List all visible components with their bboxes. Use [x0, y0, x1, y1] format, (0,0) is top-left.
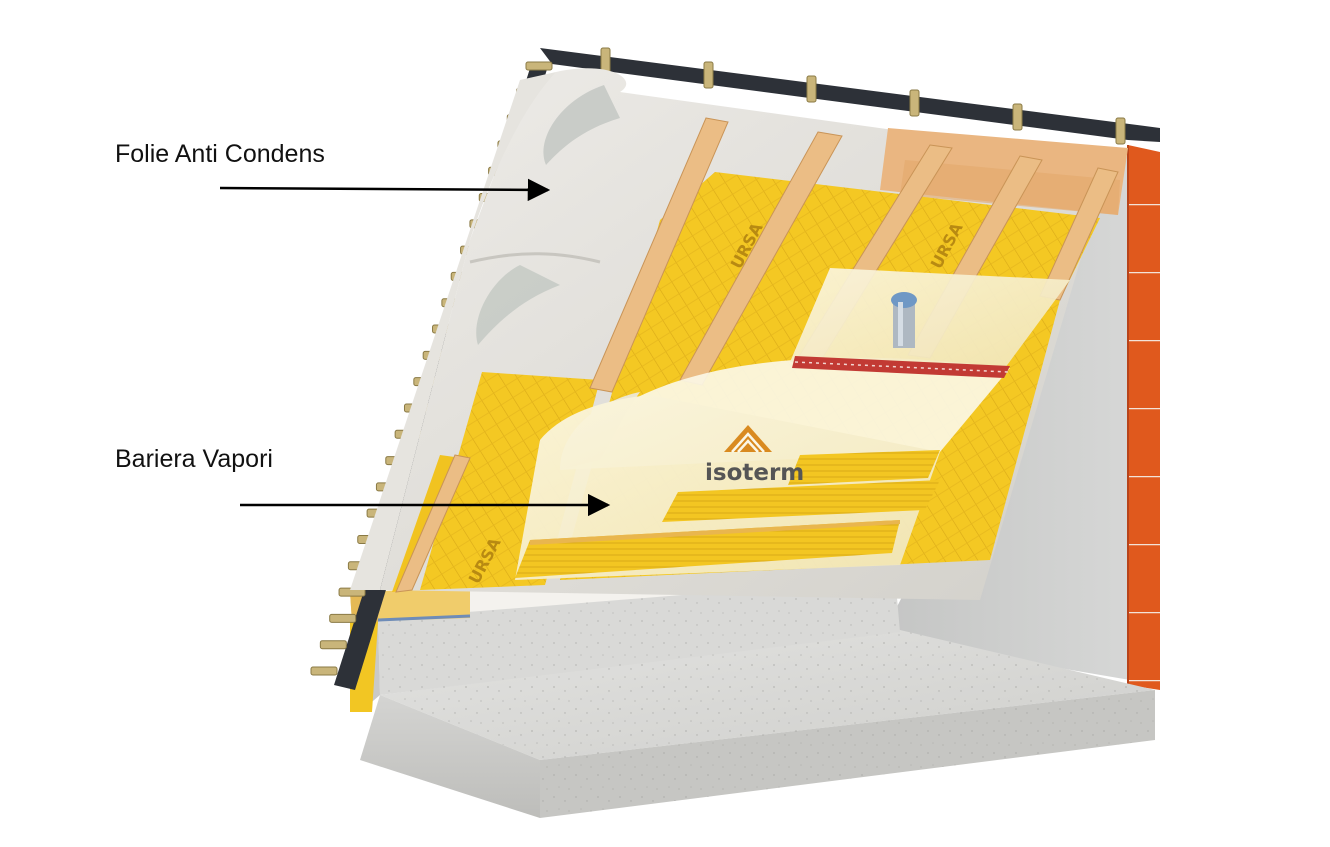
isoterm-logo: isoterm	[705, 425, 804, 486]
roof-batten	[703, 61, 714, 89]
roof-batten	[806, 75, 817, 103]
roof-batten	[909, 89, 920, 117]
isoterm-logo-text: isoterm	[705, 460, 804, 486]
roof-batten	[525, 61, 553, 71]
rafter-beam	[589, 117, 729, 393]
roof-batten	[1012, 103, 1023, 131]
callout-label-anti-condensation-foil: Folie Anti Condens	[115, 140, 325, 168]
rafter-beam	[395, 454, 471, 593]
callout-label-vapor-barrier: Bariera Vapori	[115, 445, 273, 473]
brick-wall	[1127, 145, 1160, 690]
roof-batten	[319, 640, 347, 650]
insulation-boards	[515, 450, 940, 578]
arrow-anti-condensation-foil	[219, 178, 551, 202]
vent-pipe	[891, 292, 917, 348]
concrete-floor	[360, 630, 1155, 818]
rafter-beam	[1039, 167, 1119, 301]
roof-batten	[329, 613, 357, 623]
roof-batten	[310, 666, 338, 676]
roof-batten	[1115, 117, 1126, 145]
sealing-tape	[792, 356, 1010, 378]
